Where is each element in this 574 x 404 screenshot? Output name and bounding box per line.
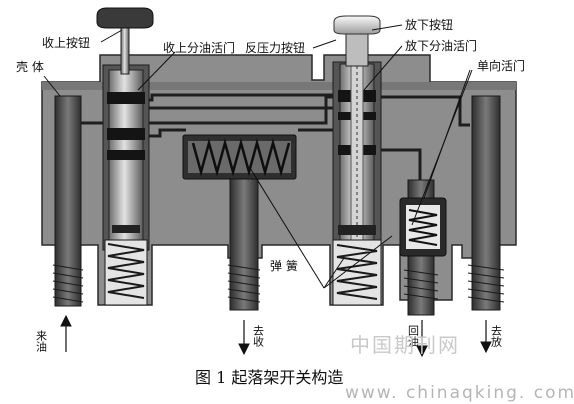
label-retract-button: 收上按钮 (42, 35, 90, 50)
port-label-extend: 去放 (490, 325, 503, 347)
label-retract-valve: 收上分油活门 (163, 40, 235, 55)
extend-valve (332, 61, 382, 248)
port-arrows (60, 314, 492, 358)
watermark-url: www. chinaqking. com (345, 383, 574, 403)
port-label-return-text: 回油 (407, 325, 420, 347)
retract-button[interactable] (96, 7, 154, 75)
label-housing: 壳 体 (16, 60, 44, 74)
leader-lines (43, 24, 473, 289)
extend-button[interactable] (333, 15, 381, 67)
housing-body (41, 54, 517, 306)
port-label-supply-text: 来油 (35, 330, 48, 352)
extend-pipe (467, 95, 505, 311)
port-label-retract-text: 去收 (252, 325, 265, 348)
label-check-valve: 单向活门 (477, 58, 525, 73)
supply-pipe (52, 95, 84, 307)
port-label-retract: 去收 (252, 325, 265, 348)
label-spring: 弹 簧 (270, 258, 298, 273)
check-valve (399, 197, 447, 257)
figure-caption: 图 1 起落架开关构造 (195, 368, 343, 387)
label-back-pressure-button: 反压力按钮 (245, 40, 305, 55)
retract-valve (102, 64, 150, 251)
back-pressure-spring (182, 134, 297, 180)
label-extend-button: 放下按钮 (405, 17, 453, 32)
port-label-return: 回油 (407, 325, 420, 347)
watermark-cn: 中国期刊网 (350, 333, 460, 357)
port-label-supply: 来油 (35, 330, 48, 352)
retract-valve-spring (104, 239, 148, 306)
port-label-extend-text: 去放 (490, 325, 503, 347)
retract-pipe (227, 169, 261, 311)
label-extend-valve: 放下分油活门 (405, 38, 477, 53)
